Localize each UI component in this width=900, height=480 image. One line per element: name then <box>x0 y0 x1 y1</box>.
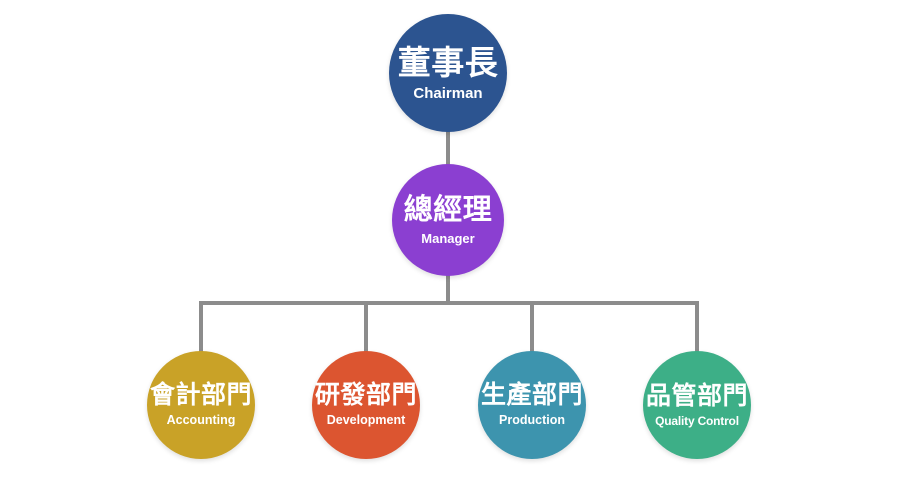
connector-drop-production <box>530 301 534 354</box>
connector-drop-development <box>364 301 368 354</box>
node-quality-control-title: 品管部門 <box>645 381 748 410</box>
connector-manager-stem <box>446 274 450 305</box>
node-production[interactable]: 生產部門 Production <box>478 351 586 459</box>
node-manager-title: 總經理 <box>403 193 493 226</box>
connector-drop-quality-control <box>695 301 699 354</box>
node-chairman-title: 董事長 <box>397 43 499 81</box>
node-manager-subtitle: Manager <box>421 230 475 246</box>
node-development-subtitle: Development <box>326 413 406 428</box>
node-accounting-subtitle: Accounting <box>166 413 236 428</box>
connector-branch-bar <box>199 301 699 305</box>
node-quality-control[interactable]: 品管部門 Quality Control <box>643 351 751 459</box>
node-accounting[interactable]: 會計部門 Accounting <box>147 351 255 459</box>
node-production-subtitle: Production <box>499 413 565 428</box>
node-development[interactable]: 研發部門 Development <box>312 351 420 459</box>
node-production-title: 生產部門 <box>480 381 583 410</box>
node-chairman[interactable]: 董事長 Chairman <box>389 14 507 132</box>
node-chairman-subtitle: Chairman <box>413 84 483 102</box>
connector-chairman-to-manager <box>446 130 450 166</box>
node-accounting-title: 會計部門 <box>149 381 252 410</box>
node-manager[interactable]: 總經理 Manager <box>392 164 504 276</box>
connector-drop-accounting <box>199 301 203 354</box>
node-quality-control-subtitle: Quality Control <box>655 413 739 428</box>
node-development-title: 研發部門 <box>314 381 417 410</box>
